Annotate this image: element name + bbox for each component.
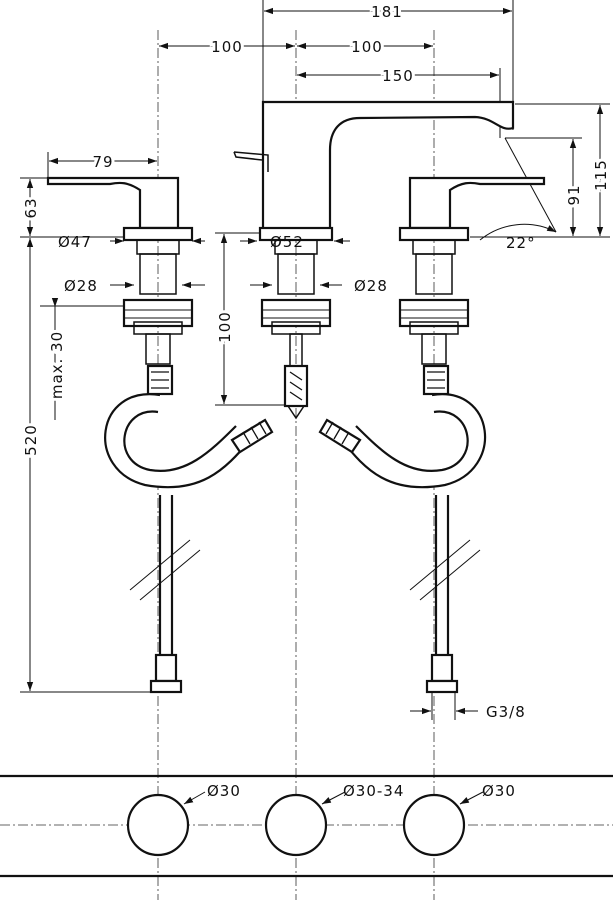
dim-dia-28-left: Ø28 (64, 277, 98, 295)
dim-hole-left: Ø30 (207, 782, 241, 800)
dim-hole-right: Ø30 (482, 782, 516, 800)
dim-dia-28-right: Ø28 (354, 277, 388, 295)
dim-520: 520 (22, 424, 40, 456)
dim-hole-center: Ø30-34 (343, 782, 404, 800)
dimension-lines (26, 7, 604, 805)
spout (233, 100, 515, 420)
dim-181: 181 (371, 3, 403, 21)
dim-max-30: max. 30 (48, 331, 66, 399)
center-hole (264, 793, 328, 857)
dim-g38: G3/8 (486, 703, 526, 721)
dimension-labels: 181 100 100 150 79 63 520 max. 30 100 91… (19, 0, 613, 800)
left-handle (46, 176, 274, 694)
right-hole (402, 793, 466, 857)
dim-angle-22: 22° (506, 234, 536, 252)
dim-150: 150 (382, 67, 414, 85)
dim-63: 63 (22, 197, 40, 218)
dim-dia-52: Ø52 (270, 233, 304, 251)
right-handle (318, 176, 546, 694)
dim-115: 115 (592, 159, 610, 191)
dim-100-right: 100 (351, 38, 383, 56)
dim-79: 79 (92, 153, 113, 171)
dim-100-shank: 100 (216, 311, 234, 343)
deck-plan (0, 774, 613, 878)
left-hole (126, 793, 190, 857)
dim-100-left: 100 (211, 38, 243, 56)
dim-91: 91 (565, 184, 583, 205)
dim-dia-47: Ø47 (58, 233, 92, 251)
